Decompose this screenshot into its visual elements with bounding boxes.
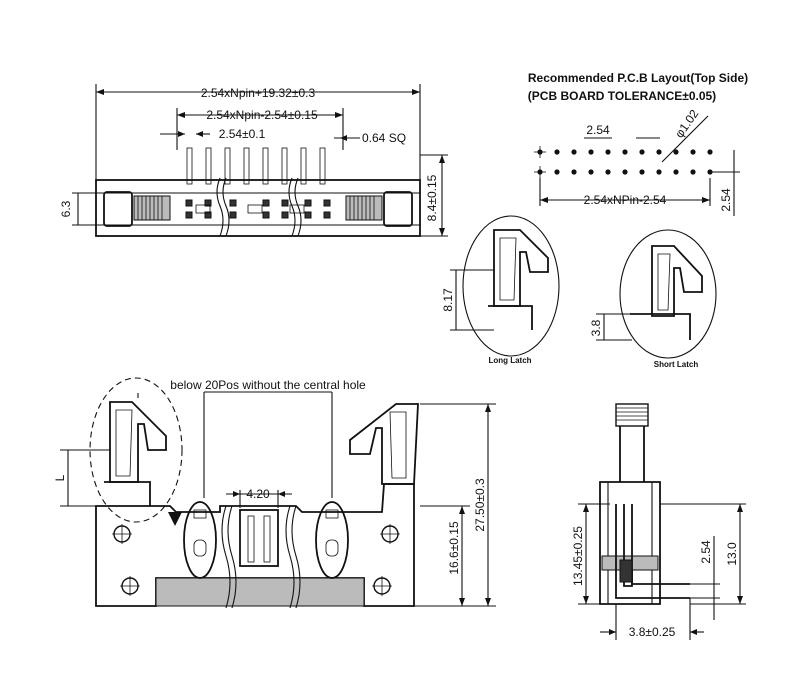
top-view: 2.54xNpin+19.32±0.3 2.54xNpin-2.54±0.15 … xyxy=(59,84,448,237)
latch-l-label: L xyxy=(53,474,67,481)
short-latch-dim-label: 3.8 xyxy=(589,319,603,336)
central-oval-windows xyxy=(183,501,349,579)
pin1-marker xyxy=(168,512,182,526)
long-latch-detail: 8.17 Long Latch xyxy=(441,215,560,365)
short-latch-detail: 3.8 Short Latch xyxy=(589,229,717,369)
pcb-title-2: (PCB BOARD TOLERANCE±0.05) xyxy=(528,89,716,103)
pcb-hole-grid xyxy=(534,146,713,178)
short-latch-caption: Short Latch xyxy=(654,360,699,369)
height-right-label: 8.4±0.15 xyxy=(425,174,439,221)
pitch-label: 2.54±0.1 xyxy=(219,127,266,141)
front-view: below 20Pos without the central hole L xyxy=(53,377,496,609)
left-latch-top xyxy=(103,191,171,227)
front-height-1-label: 16.6±0.15 xyxy=(447,521,461,575)
side-view: 13.45±0.25 2.54 13.0 3.8±0.25 xyxy=(571,403,746,640)
pcb-title-1: Recommended P.C.B Layout(Top Side) xyxy=(528,71,748,85)
pcb-span-label: 2.54xNPin-2.54 xyxy=(584,193,667,207)
right-latch-top xyxy=(345,191,413,227)
pcb-hole-label: φ1.02 xyxy=(672,107,702,141)
mounting-holes xyxy=(112,524,400,596)
top-pins xyxy=(186,147,326,185)
side-h2-label: 13.0 xyxy=(725,542,739,566)
long-latch-caption: Long Latch xyxy=(488,356,531,365)
side-pitch-label: 2.54 xyxy=(699,540,713,564)
side-bottom-label: 3.8±0.25 xyxy=(629,625,676,639)
side-h1-label: 13.45±0.25 xyxy=(571,526,585,586)
pcb-row-label: 2.54 xyxy=(719,188,733,212)
pcb-layout: Recommended P.C.B Layout(Top Side) (PCB … xyxy=(528,71,748,216)
total-width-label: 2.54xNpin+19.32±0.3 xyxy=(201,86,316,100)
height-left-label: 6.3 xyxy=(59,200,73,217)
pin-span-label: 2.54xNpin-2.54±0.15 xyxy=(206,108,318,122)
contact-rows xyxy=(185,199,331,219)
front-height-2-label: 27.50±0.3 xyxy=(473,478,487,532)
central-hole-note: below 20Pos without the central hole xyxy=(170,378,366,392)
key-width-label: 4.20 xyxy=(246,487,270,501)
long-latch-dim-label: 8.17 xyxy=(441,288,455,312)
pin-sq-label: 0.64 SQ xyxy=(362,131,406,145)
pcb-pitch-label: 2.54 xyxy=(586,123,610,137)
